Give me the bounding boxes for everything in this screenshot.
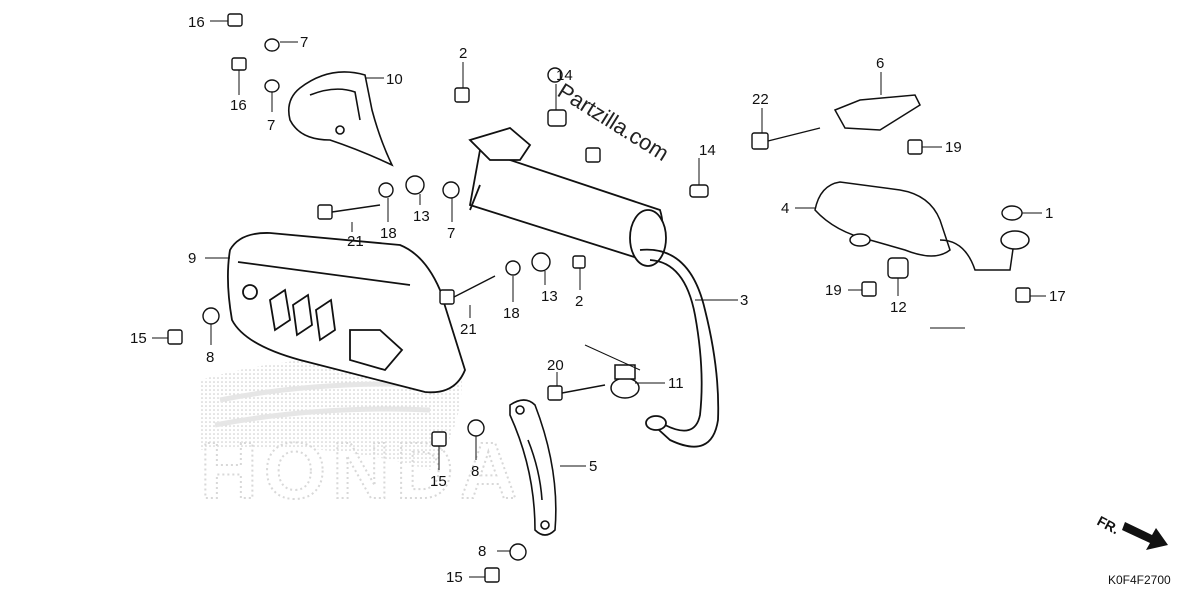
exhaust-pipe-part: [639, 248, 720, 448]
callout-2: 2: [459, 45, 467, 62]
callout-7: 7: [447, 225, 455, 242]
callout-12: 12: [890, 299, 907, 316]
callout-16: 16: [230, 97, 247, 114]
leader-lines: [152, 20, 1046, 578]
callout-7: 7: [300, 34, 308, 51]
callout-18: 18: [503, 305, 520, 322]
callout-15: 15: [446, 569, 463, 586]
front-label: FR.: [1095, 513, 1122, 538]
callout-4: 4: [781, 200, 789, 217]
front-direction-indicator: FR.: [1095, 513, 1168, 550]
callout-15: 15: [130, 330, 147, 347]
muffler-part: [468, 126, 667, 267]
callout-13: 13: [541, 288, 558, 305]
callout-22: 22: [752, 91, 769, 108]
upper-bracket-part: [833, 94, 921, 131]
callout-21: 21: [460, 321, 477, 338]
callout-1: 1: [1045, 205, 1053, 222]
callout-21: 21: [347, 233, 364, 250]
honda-logo-text: HONDA: [200, 426, 523, 515]
callout-8: 8: [471, 463, 479, 480]
callout-18: 18: [380, 225, 397, 242]
callout-15: 15: [430, 473, 447, 490]
partzilla-watermark: Partzilla.com: [553, 78, 673, 166]
callout-2: 2: [575, 293, 583, 310]
callout-3: 3: [740, 292, 748, 309]
callout-16: 16: [188, 14, 205, 31]
diagram-code: K0F4F2700: [1108, 573, 1171, 587]
callout-17: 17: [1049, 288, 1066, 305]
callout-11: 11: [668, 375, 684, 392]
front-arrow-icon: [1122, 522, 1168, 550]
exhaust-clamp-part: [610, 364, 640, 399]
callout-20: 20: [547, 357, 564, 374]
callout-14: 14: [699, 142, 716, 159]
callout-19: 19: [825, 282, 842, 299]
callout-8: 8: [206, 349, 214, 366]
callout-13: 13: [413, 208, 430, 225]
callout-numbers: 16 7 10 16 7 2 14 14 21 18 13 7 9 21 18 …: [130, 14, 1066, 586]
callout-14: 14: [556, 67, 573, 84]
heat-shield-cover-part: [287, 71, 394, 167]
callout-19: 19: [945, 139, 962, 156]
callout-5: 5: [589, 458, 597, 475]
muffler-assembly-inset-part: [814, 181, 1030, 271]
callout-9: 9: [188, 250, 196, 267]
heat-shield-part: [227, 232, 466, 394]
callout-10: 10: [386, 71, 403, 88]
callout-7: 7: [267, 117, 275, 134]
callout-8: 8: [478, 543, 486, 560]
callout-6: 6: [876, 55, 884, 72]
muffler-bracket-part: [509, 399, 557, 536]
